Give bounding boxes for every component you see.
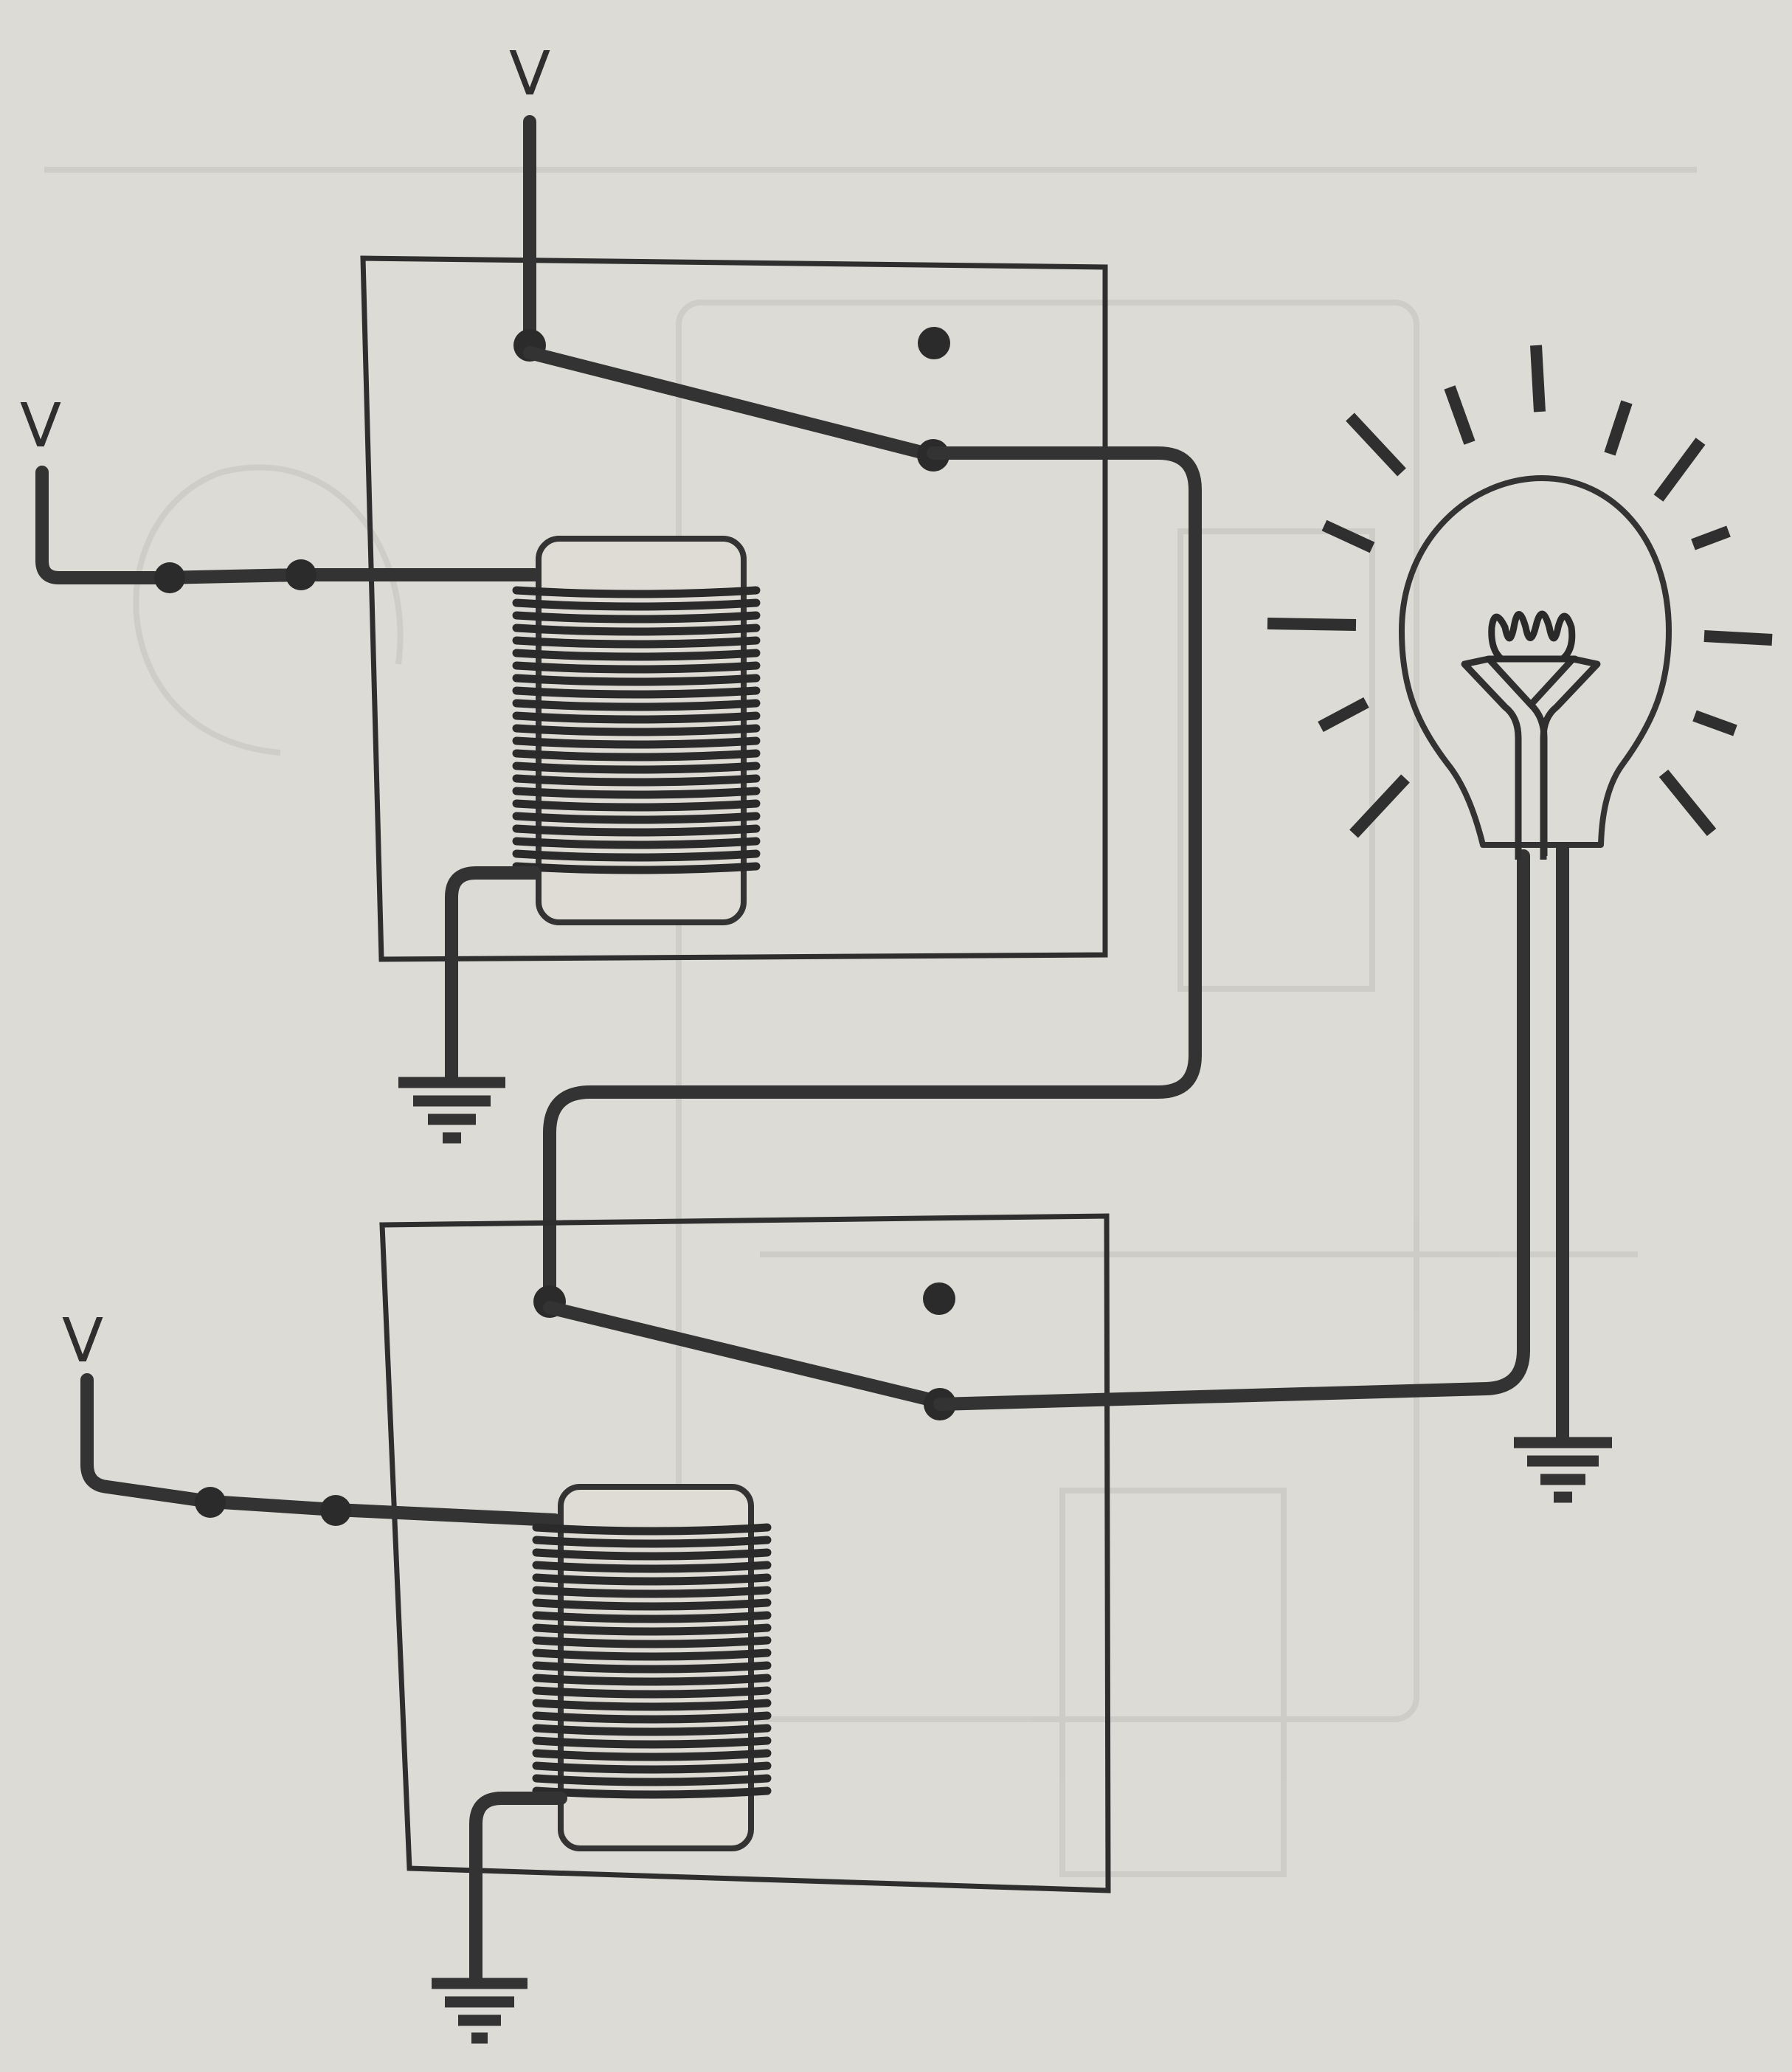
bulb-glow-rays-icon [1267, 345, 1773, 838]
ground-symbol-top [398, 1077, 505, 1144]
coil-turn [532, 1749, 772, 1761]
relay-bottom-open-contact [923, 1282, 955, 1315]
coil-turn [532, 1686, 772, 1699]
bleed-through-background [44, 167, 1697, 1877]
coil-turn [532, 1648, 772, 1661]
coil-turn [512, 799, 761, 812]
relay-bottom-input-wire [80, 1373, 561, 1527]
switch-bottom-contact-right [320, 1495, 351, 1526]
relay-top-coil-icon [512, 536, 761, 925]
supply-label-relay2-switch: V [62, 1306, 103, 1376]
supply-label-relay1-switch: V [20, 391, 61, 461]
coil-turn [532, 1611, 772, 1623]
coil-turn [532, 1736, 772, 1749]
coil-turn [532, 1623, 772, 1636]
supply-label-top: V [509, 39, 550, 109]
coil-turn [512, 661, 761, 674]
lamp-feed-wire [933, 849, 1530, 1411]
coil-turn [532, 1774, 772, 1786]
relay-bottom-ground-wire [469, 1792, 567, 1988]
coil-turn [512, 749, 761, 762]
coil-turn [532, 1636, 772, 1648]
relay-top-armature [523, 346, 940, 462]
coil-turn [532, 1674, 772, 1686]
coil-turn [512, 586, 761, 598]
coil-turn [512, 699, 761, 711]
coil-turn [532, 1548, 772, 1561]
bulb-glass [1399, 475, 1672, 848]
coil-turn [512, 611, 761, 624]
switch-top-contact-right [286, 559, 316, 590]
coil-turn [512, 736, 761, 749]
coil-turn [512, 812, 761, 824]
push-switch-bottom[interactable] [195, 1487, 351, 1526]
switch-top-contact-left [154, 562, 185, 593]
coil-turn [512, 824, 761, 837]
relay-top-input-wire [35, 466, 542, 584]
relay-bottom-frame [379, 1213, 1111, 1893]
coil-turn [532, 1761, 772, 1774]
coil-turn [532, 1586, 772, 1598]
relay-bottom-coil-icon [532, 1484, 772, 1851]
ground-symbol-lamp [1514, 1437, 1612, 1503]
coil-turn [532, 1536, 772, 1548]
coil-turn [532, 1561, 772, 1573]
coil-turn [512, 724, 761, 736]
coil-turn [512, 598, 761, 611]
relay-bottom [80, 1213, 1111, 2044]
coil-turn [532, 1573, 772, 1586]
coil-turn [532, 1661, 772, 1674]
push-switch-top[interactable] [154, 559, 316, 593]
coil-turn [512, 624, 761, 636]
coil-turn [512, 649, 761, 661]
relay-top-ground-wire [445, 866, 542, 1084]
relay-top-open-contact [918, 327, 950, 359]
relay-bottom-coil-turns [532, 1523, 772, 1799]
coil-turn [512, 674, 761, 686]
ground-symbol-bottom [432, 1978, 527, 2044]
switch-bottom-contact-left [195, 1487, 226, 1518]
light-bulb-icon [1267, 345, 1773, 1503]
coil-turn [532, 1724, 772, 1736]
bulb-filament-icon [1461, 610, 1601, 860]
coil-turn [512, 862, 761, 874]
coil-turn [512, 837, 761, 849]
coil-turn [512, 849, 761, 862]
coil-turn [512, 762, 761, 774]
coil-turn [512, 787, 761, 799]
coil-turn [532, 1523, 772, 1536]
coil-turn [512, 686, 761, 699]
relay-top [35, 115, 1108, 1144]
coil-turn [532, 1598, 772, 1611]
coil-turn [512, 774, 761, 787]
relay-bottom-armature [543, 1301, 947, 1409]
coil-turn [532, 1711, 772, 1724]
coil-turn [512, 711, 761, 724]
coil-turn [532, 1699, 772, 1711]
inter-relay-wire [543, 446, 1202, 1302]
coil-turn [532, 1786, 772, 1799]
coil-turn [512, 636, 761, 649]
relay-top-coil-turns [512, 586, 761, 874]
relay-top-frame [360, 255, 1108, 962]
